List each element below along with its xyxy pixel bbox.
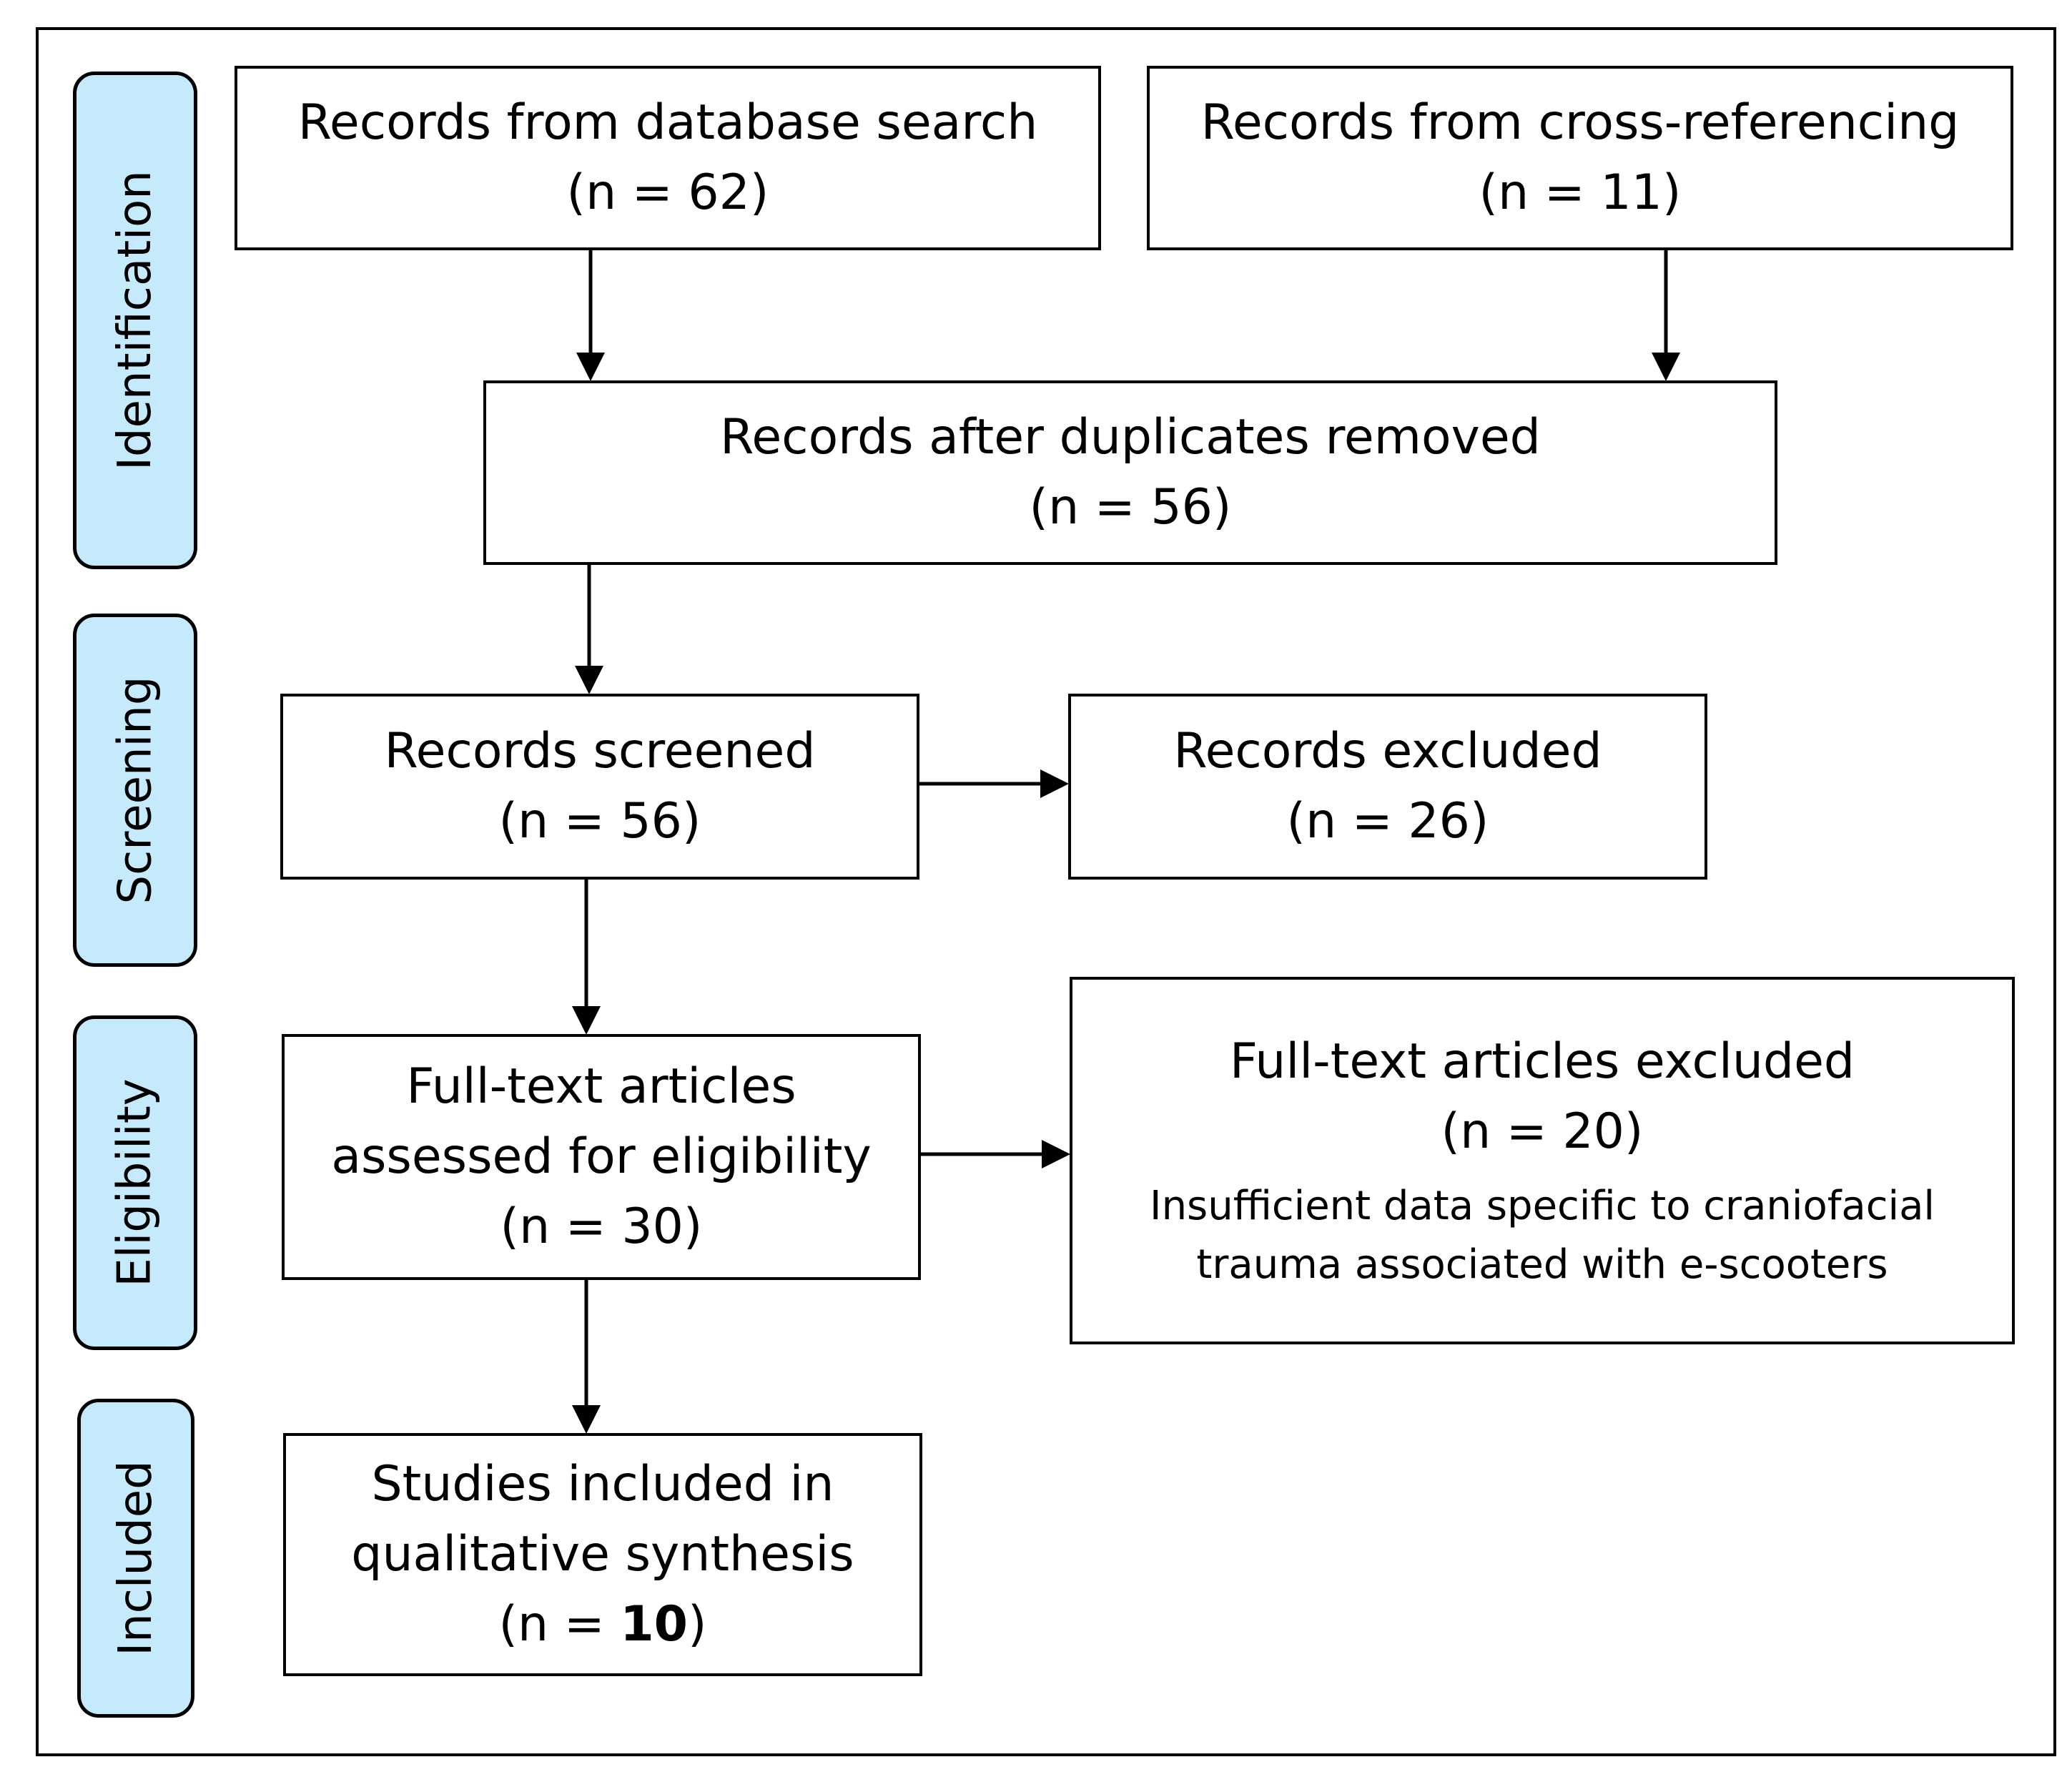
box-database-search: Records from database search (n = 62) (235, 66, 1101, 250)
exclusion-reason-line1: Insufficient data specific to craniofaci… (1150, 1183, 1935, 1229)
box-fulltext-excluded-count: (n = 20) (1441, 1103, 1644, 1160)
box-cross-referencing-label: Records from cross-referencing (1200, 94, 1960, 151)
box-fulltext-excluded-reason: Insufficient data specific to craniofaci… (1150, 1177, 1935, 1294)
box-studies-included-line1: Studies included in (371, 1456, 834, 1512)
box-records-excluded: Records excluded (n = 26) (1068, 694, 1707, 880)
box-records-screened-label: Records screened (384, 723, 816, 779)
box-cross-referencing: Records from cross-referencing (n = 11) (1147, 66, 2013, 250)
box-fulltext-assessed: Full-text articles assessed for eligibil… (282, 1034, 921, 1280)
box-duplicates-removed: Records after duplicates removed (n = 56… (483, 380, 1777, 565)
box-duplicates-removed-label: Records after duplicates removed (720, 409, 1541, 466)
box-studies-included-line2: qualitative synthesis (351, 1526, 854, 1583)
box-studies-included: Studies included in qualitative synthesi… (283, 1433, 922, 1676)
box-studies-included-count: (n = 10) (498, 1596, 707, 1653)
box-records-excluded-label: Records excluded (1173, 723, 1602, 779)
phase-eligibility: Eligibility (73, 1015, 197, 1350)
diagram-frame (36, 27, 2056, 1756)
box-database-search-count: (n = 62) (566, 164, 769, 221)
box-records-excluded-count: (n = 26) (1286, 793, 1489, 850)
phase-included: Included (77, 1399, 194, 1718)
box-database-search-label: Records from database search (297, 94, 1038, 151)
box-records-screened-count: (n = 56) (498, 793, 701, 850)
exclusion-reason-line2: trauma associated with e-scooters (1196, 1241, 1888, 1288)
box-fulltext-excluded: Full-text articles excluded (n = 20) Ins… (1070, 977, 2015, 1344)
box-fulltext-assessed-line2: assessed for eligibility (331, 1128, 872, 1185)
box-duplicates-removed-count: (n = 56) (1029, 479, 1232, 536)
box-records-screened: Records screened (n = 56) (280, 694, 919, 880)
box-cross-referencing-count: (n = 11) (1479, 164, 1682, 221)
phase-screening: Screening (73, 614, 197, 967)
box-fulltext-assessed-line1: Full-text articles (406, 1058, 796, 1115)
phase-identification: Identification (73, 72, 197, 569)
box-fulltext-excluded-label: Full-text articles excluded (1229, 1033, 1855, 1090)
box-fulltext-assessed-count: (n = 30) (500, 1198, 703, 1255)
